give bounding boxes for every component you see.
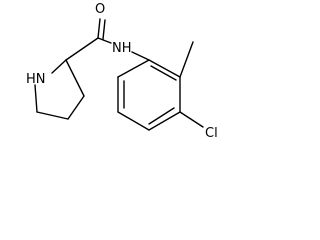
molecule-structure: O NH HN Cl xyxy=(26,2,218,141)
carbonyl-double-bond-a xyxy=(97,18,101,39)
ring-bond-c4-c5 xyxy=(36,111,69,120)
ring-bond-c3-c4 xyxy=(67,95,85,120)
structure-canvas: O NH HN Cl xyxy=(0,0,248,150)
benzene-double-bond-b xyxy=(148,107,175,125)
bond-c2-carbonyl xyxy=(65,37,99,61)
benzene-bond-1 xyxy=(148,59,181,78)
bond-n-aryl xyxy=(131,51,150,61)
bond-carbonyl-n xyxy=(97,37,112,44)
bond-methyl xyxy=(179,41,194,78)
ring-nh-label: HN xyxy=(26,72,46,87)
amide-nh-label: NH xyxy=(112,41,132,56)
benzene-double-bond-a xyxy=(150,65,177,81)
benzene-bond-4 xyxy=(117,111,150,131)
carbonyl-double-bond-b xyxy=(102,19,106,40)
benzene-bond-3 xyxy=(148,111,181,131)
ring-bond-c5-n xyxy=(34,84,38,113)
oxygen-label: O xyxy=(95,2,105,17)
chlorine-label: Cl xyxy=(205,126,218,141)
ring-bond-c2-c3 xyxy=(65,59,85,97)
bond-chloro xyxy=(179,111,204,128)
ring-bond-n-c2 xyxy=(51,59,67,74)
benzene-bond-6 xyxy=(117,59,150,78)
